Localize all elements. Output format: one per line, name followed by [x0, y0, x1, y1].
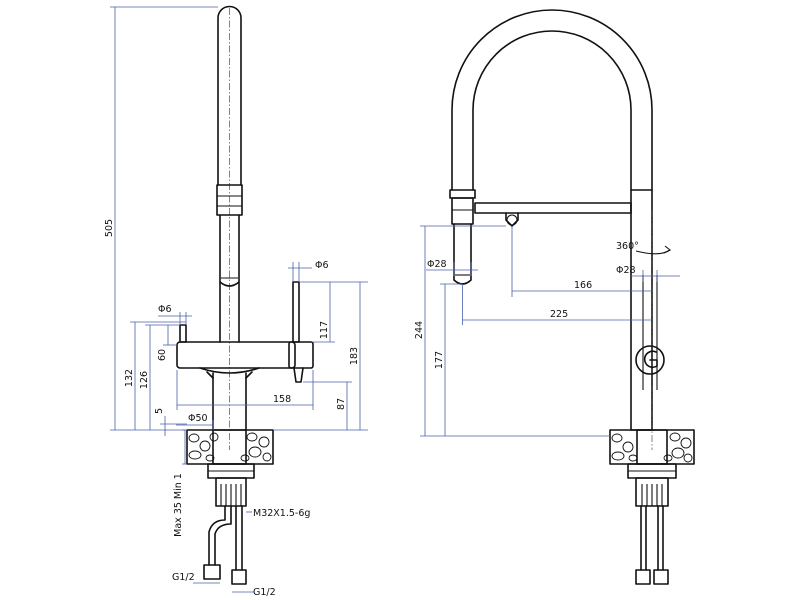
- dim-166-label: 166: [574, 280, 592, 291]
- dim-thread-label: M32X1.5-6g: [253, 508, 310, 519]
- dim-hose-right-label: G1/2: [253, 587, 276, 598]
- front-arch: [451, 9, 653, 191]
- side-underside: [203, 463, 255, 585]
- side-dimensions: 505 Φ6 117 183 87 158: [104, 6, 368, 598]
- front-deck: [609, 429, 695, 465]
- dim-column-diameter-label: Φ28: [616, 265, 636, 276]
- front-sprayer: [449, 189, 476, 285]
- front-view: 244 177 Φ28 166 225 360°: [414, 9, 695, 585]
- dim-505-label: 505: [104, 219, 115, 237]
- side-body: [176, 281, 314, 431]
- dim-deck-thickness-label: Max 35 Min 1: [173, 473, 184, 537]
- dim-117-label: 117: [319, 321, 330, 339]
- front-dimensions: 244 177 Φ28 166 225 360°: [414, 225, 680, 437]
- dim-hose-left-label: G1/2: [172, 572, 195, 583]
- dim-87-label: 87: [336, 398, 347, 410]
- dim-spray-diameter-label: Φ28: [427, 259, 447, 270]
- dim-rotation-label: 360°: [616, 241, 639, 252]
- dim-60-label: 60: [157, 349, 168, 361]
- dim-handle-diameter-label: Φ6: [158, 304, 172, 315]
- side-spout: [216, 5, 243, 450]
- dim-225-label: 225: [550, 309, 568, 320]
- dim-177-label: 177: [434, 351, 445, 369]
- dim-base-diameter-label: Φ50: [188, 413, 208, 424]
- dim-5-label: 5: [154, 408, 165, 414]
- side-view: 505 Φ6 117 183 87 158: [104, 5, 368, 598]
- front-underside: [627, 463, 677, 585]
- dim-158-label: 158: [273, 394, 291, 405]
- side-deck: [186, 429, 274, 465]
- dim-126-label: 126: [139, 371, 150, 389]
- dim-244-label: 244: [414, 321, 425, 339]
- dim-132-label: 132: [124, 369, 135, 387]
- dim-183-label: 183: [349, 347, 360, 365]
- front-holder-arm: [474, 202, 632, 227]
- dim-lever-diameter-label: Φ6: [315, 260, 329, 271]
